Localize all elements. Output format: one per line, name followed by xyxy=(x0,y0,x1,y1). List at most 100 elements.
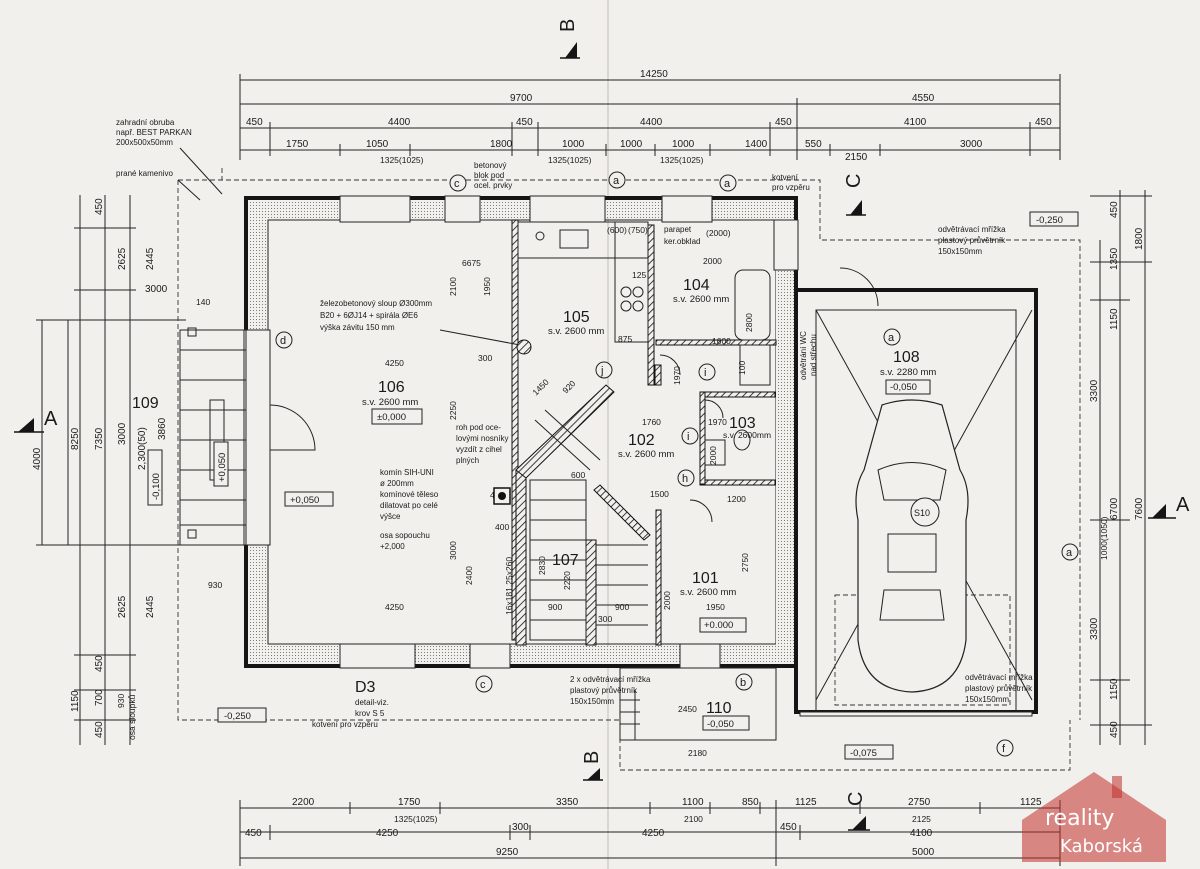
room-101-number: 101 xyxy=(692,570,719,587)
svg-text:kotvení: kotvení xyxy=(772,173,799,182)
terrace-109 xyxy=(179,327,247,546)
svg-text:2450: 2450 xyxy=(678,704,697,714)
svg-text:4250: 4250 xyxy=(642,828,665,839)
svg-text:(600): (600) xyxy=(607,225,627,235)
dim-top-3a: 450 xyxy=(246,117,263,128)
room-108-number: 108 xyxy=(893,349,920,366)
room-106-level: ±0,000 xyxy=(377,412,406,423)
svg-text:930: 930 xyxy=(116,694,126,708)
svg-text:odvětrávací mřížka: odvětrávací mřížka xyxy=(965,673,1033,682)
svg-text:a: a xyxy=(613,175,620,187)
svg-text:i: i xyxy=(704,367,706,379)
svg-text:2830: 2830 xyxy=(537,556,547,575)
note-sloup: železobetonový sloup Ø300mm B20 + 6ØJ14 … xyxy=(320,299,532,355)
room-102: 102 s.v. 2600 mm xyxy=(618,432,674,460)
svg-text:2100: 2100 xyxy=(684,814,703,824)
note-mrizka-top: odvětrávací mřížka plastový průvětrník 1… xyxy=(938,225,1006,256)
svg-text:zahradní obruba: zahradní obruba xyxy=(116,118,175,127)
svg-text:např. BEST PARKAN: např. BEST PARKAN xyxy=(116,128,192,137)
dim-total-top: 14250 xyxy=(640,69,668,80)
note-komin: komín SIH-UNI ø 200mm komínové těleso di… xyxy=(380,468,511,521)
svg-text:krov S 5: krov S 5 xyxy=(355,709,385,718)
svg-text:c: c xyxy=(480,679,486,691)
level-boxes: +0,050 +0,050 -0,250 -0,250 -0,075 xyxy=(213,211,1079,760)
dim-top-5a: 1325(1025) xyxy=(380,155,424,165)
svg-text:blok pod: blok pod xyxy=(474,171,504,180)
svg-text:železobetonový sloup Ø300mm: železobetonový sloup Ø300mm xyxy=(320,299,432,308)
room-103: 103 s.v. 2600mm xyxy=(723,415,771,440)
dim-top-3c: 450 xyxy=(516,117,533,128)
watermark-logo: reality Kaborská xyxy=(1022,772,1166,862)
dim-top-3d: 4400 xyxy=(640,117,663,128)
svg-text:osa sopouchu: osa sopouchu xyxy=(380,531,430,540)
svg-text:pro vzpěru: pro vzpěru xyxy=(772,183,810,192)
svg-text:125: 125 xyxy=(632,270,646,280)
car-outline: S10 xyxy=(855,399,969,693)
svg-text:2180: 2180 xyxy=(688,748,707,758)
svg-text:a: a xyxy=(724,178,731,190)
dims-bottom-lines xyxy=(239,800,1061,866)
svg-text:4250: 4250 xyxy=(376,828,399,839)
svg-text:2625: 2625 xyxy=(117,595,128,618)
svg-text:1150: 1150 xyxy=(70,690,81,712)
room-109-number: 109 xyxy=(132,395,159,412)
svg-text:1970: 1970 xyxy=(672,366,682,385)
svg-text:4000: 4000 xyxy=(32,447,43,470)
svg-text:B: B xyxy=(557,19,579,32)
svg-text:2200: 2200 xyxy=(292,797,315,808)
svg-text:930: 930 xyxy=(208,580,222,590)
dim-top-4e: 1000 xyxy=(620,139,643,150)
svg-text:B20 + 6ØJ14 + spirála ØE6: B20 + 6ØJ14 + spirála ØE6 xyxy=(320,311,418,320)
note-kotveni-top: kotvení pro vzpěru xyxy=(772,173,810,192)
svg-text:a: a xyxy=(888,332,895,344)
svg-text:5000: 5000 xyxy=(912,847,935,858)
room-103-number: 103 xyxy=(729,415,756,432)
svg-text:komín SIH-UNI: komín SIH-UNI xyxy=(380,468,434,477)
svg-text:1970: 1970 xyxy=(708,417,727,427)
note-osa-sopouchu: osa sopouchu +2,000 xyxy=(380,531,430,551)
note-obruba: zahradní obruba např. BEST PARKAN 200x50… xyxy=(116,118,223,195)
dims-left-lines xyxy=(36,195,186,745)
room-102-number: 102 xyxy=(628,432,655,449)
svg-text:100: 100 xyxy=(737,361,747,375)
section-marker-b-bottom: B xyxy=(581,751,603,781)
svg-text:1500: 1500 xyxy=(650,489,669,499)
dim-top-3b: 4400 xyxy=(388,117,411,128)
svg-text:700: 700 xyxy=(94,689,105,706)
svg-text:odvětrání WC: odvětrání WC xyxy=(799,331,808,380)
svg-text:ø 200mm: ø 200mm xyxy=(380,479,414,488)
svg-text:d: d xyxy=(280,335,286,347)
room-108-level: -0,050 xyxy=(890,382,917,393)
dim-top-3e: 450 xyxy=(775,117,792,128)
room-101-level: +0.000 xyxy=(704,620,733,631)
dim-top-4c: 1800 xyxy=(490,139,513,150)
svg-text:C: C xyxy=(845,792,867,806)
svg-text:1150: 1150 xyxy=(1109,308,1120,330)
watermark-line1: reality xyxy=(1045,806,1114,831)
svg-text:400: 400 xyxy=(495,522,509,532)
section-marker-a-left: A xyxy=(14,408,58,433)
note-kamenivo: prané kamenivo xyxy=(116,169,201,201)
svg-text:850: 850 xyxy=(742,797,759,808)
svg-text:2800: 2800 xyxy=(744,313,754,332)
kitchen xyxy=(517,221,649,343)
svg-text:1760: 1760 xyxy=(642,417,661,427)
dim-top-4d: 1000 xyxy=(562,139,585,150)
svg-text:600: 600 xyxy=(571,470,585,480)
svg-text:3350: 3350 xyxy=(556,797,579,808)
svg-text:2750: 2750 xyxy=(908,797,931,808)
svg-text:ocel. prvky: ocel. prvky xyxy=(474,181,512,190)
section-marker-c-top: C xyxy=(843,174,866,216)
svg-text:plastový průvětrník: plastový průvětrník xyxy=(570,686,638,695)
svg-text:i: i xyxy=(687,431,689,443)
dims-top-labels: 14250 9700 4550 450 4400 450 4400 450 41… xyxy=(246,69,1052,165)
svg-text:1800: 1800 xyxy=(1134,227,1145,250)
dim-top-5c: 1325(1025) xyxy=(660,155,704,165)
svg-text:900: 900 xyxy=(615,602,629,612)
note-roh: roh pod oce- lovými nosníky vyzdít z cih… xyxy=(456,423,508,465)
doors xyxy=(269,267,879,523)
svg-text:450: 450 xyxy=(94,655,105,672)
svg-text:150x150mm: 150x150mm xyxy=(965,695,1009,704)
dim-top-4h: 550 xyxy=(805,139,822,150)
svg-text:A: A xyxy=(44,408,58,430)
